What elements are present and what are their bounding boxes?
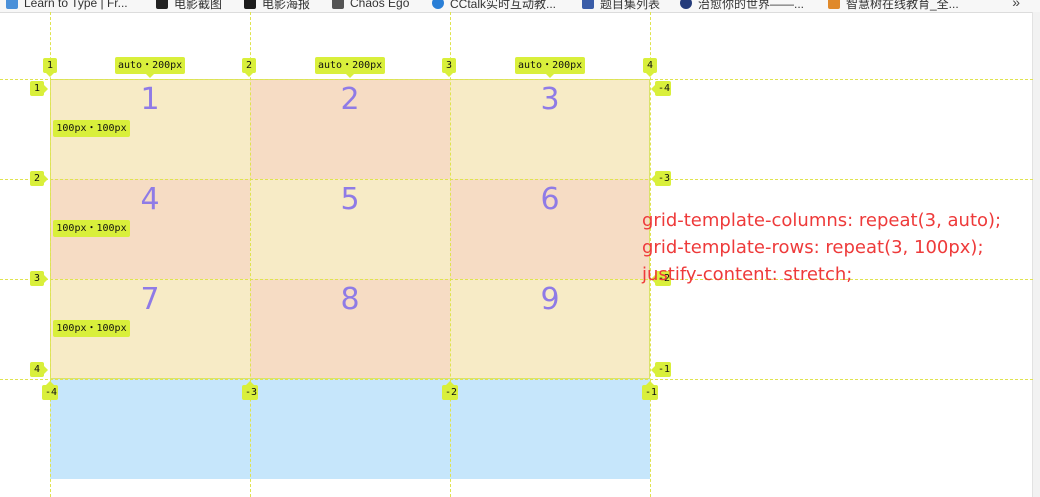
bookmark-chaos-ego[interactable]: Chaos Ego: [332, 0, 409, 10]
css-properties-text: grid-template-columns: repeat(3, auto); …: [642, 207, 1001, 288]
column-line-label: 2: [242, 58, 256, 77]
row-line-label: 3: [30, 271, 48, 286]
row-size-label: 100px・100px: [53, 220, 130, 237]
column-line-negative-label: -1: [642, 381, 658, 400]
grid-cell-9: 9: [450, 279, 650, 379]
bookmarks-overflow-button[interactable]: »: [1012, 0, 1020, 10]
row-line-negative-label: -2: [651, 271, 671, 286]
globe-icon: [6, 0, 18, 9]
bookmark-movie-screenshots[interactable]: 电影截图: [156, 0, 222, 11]
css-line-justify: justify-content: stretch;: [642, 264, 853, 285]
row-line-3: [0, 279, 1033, 280]
bookmark-zhihuishu[interactable]: 智慧树在线教育_全...: [828, 0, 959, 11]
bookmarks-bar: Learn to Type | Fr... 电影截图 电影海报 Chaos Eg…: [0, 0, 1040, 13]
css-line-rows: grid-template-rows: repeat(3, 100px);: [642, 237, 984, 258]
bookmark-learn-to-type[interactable]: Learn to Type | Fr...: [6, 0, 128, 10]
row-line-negative-label: -4: [651, 81, 671, 96]
implicit-grid-row: [50, 379, 650, 479]
row-line-4: [0, 379, 1033, 380]
column-line-negative-label: -3: [242, 381, 258, 400]
css-line-columns: grid-template-columns: repeat(3, auto);: [642, 210, 1002, 231]
bookmark-movie-posters[interactable]: 电影海报: [244, 0, 310, 11]
column-line-3: [450, 12, 451, 497]
cctalk-icon: [432, 0, 444, 9]
bookmark-cctalk[interactable]: CCtalk实时互动教...: [432, 0, 556, 11]
row-size-label: 100px・100px: [53, 320, 130, 337]
tree-icon: [828, 0, 840, 9]
column-line-1: [50, 12, 51, 497]
bookmark-problem-sets[interactable]: 题目集列表: [582, 0, 660, 11]
circle-icon: [680, 0, 692, 9]
column-line-label: 4: [643, 58, 657, 77]
column-size-label: auto・200px: [515, 57, 585, 78]
row-line-negative-label: -1: [651, 362, 671, 377]
feather-icon: [332, 0, 344, 9]
column-line-negative-label: -2: [442, 381, 458, 400]
grid-cell-8: 8: [250, 279, 450, 379]
row-line-label: 2: [30, 171, 48, 186]
grid-cell-3: 3: [450, 79, 650, 179]
row-line-2: [0, 179, 1033, 180]
film-icon: [244, 0, 256, 9]
column-line-label: 3: [442, 58, 456, 77]
list-icon: [582, 0, 594, 9]
column-size-label: auto・200px: [115, 57, 185, 78]
column-line-2: [250, 12, 251, 497]
row-line-negative-label: -3: [651, 171, 671, 186]
column-size-label: auto・200px: [315, 57, 385, 78]
grid-cell-2: 2: [250, 79, 450, 179]
vertical-scrollbar[interactable]: [1032, 12, 1040, 497]
film-icon: [156, 0, 168, 9]
row-line-label: 4: [30, 362, 48, 377]
column-line-4: [650, 12, 651, 497]
column-line-label: 1: [43, 58, 57, 77]
row-size-label: 100px・100px: [53, 120, 130, 137]
grid-cell-6: 6: [450, 179, 650, 279]
grid-cell-5: 5: [250, 179, 450, 279]
column-line-negative-label: -4: [42, 381, 58, 400]
row-line-label: 1: [30, 81, 48, 96]
bookmark-heal-your-world[interactable]: 治愈你的世界——...: [680, 0, 804, 11]
row-line-1: [0, 79, 1033, 80]
